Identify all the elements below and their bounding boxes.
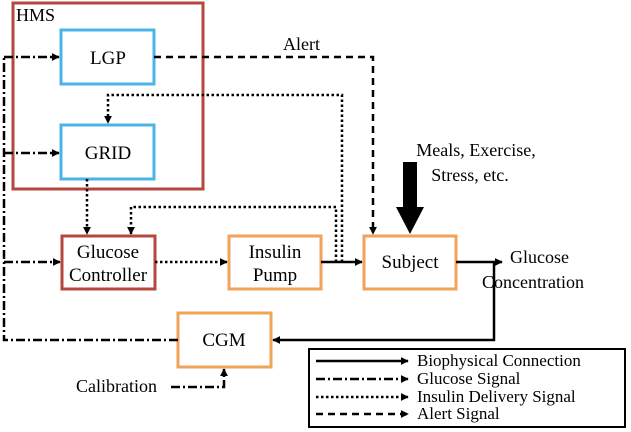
- legend-alert-label: Alert Signal: [417, 404, 500, 423]
- glucose-controller-label-2: Controller: [69, 265, 148, 286]
- calibration-line: [171, 368, 228, 389]
- output-label-1: Glucose: [510, 247, 569, 267]
- disturbance-arrow-head: [396, 207, 424, 234]
- output-to-cgm-line: [272, 262, 496, 344]
- grid-block: [59, 123, 156, 181]
- output-label-2: Concentration: [482, 272, 584, 292]
- glucose-signal-bus: [2, 57, 178, 342]
- legend: Biophysical Connection Glucose Signal In…: [308, 348, 626, 428]
- legend-insulin-label: Insulin Delivery Signal: [417, 387, 576, 406]
- insulin-feedback-to-controller: [127, 205, 338, 262]
- disturbance-label-2: Stress, etc.: [431, 165, 508, 185]
- calibration-label: Calibration: [76, 376, 157, 396]
- subject-block: [362, 234, 458, 291]
- lgp-label: LGP: [90, 48, 126, 69]
- subject-label: Subject: [382, 252, 440, 273]
- legend-biophysical-label: Biophysical Connection: [417, 351, 581, 370]
- alert-signal-line: [154, 55, 377, 235]
- alert-label: Alert: [283, 34, 320, 54]
- legend-glucose-label: Glucose Signal: [417, 369, 521, 388]
- insulin-pump-block: [227, 234, 323, 291]
- glucose-controller-label-1: Glucose: [77, 242, 139, 263]
- cgm-label: CGM: [202, 330, 245, 351]
- insulin-feedback-to-grid: [104, 93, 344, 262]
- disturbance-arrow-shaft: [403, 162, 417, 209]
- insulin-pump-label-1: Insulin: [249, 242, 302, 263]
- disturbance-label-1: Meals, Exercise,: [416, 140, 535, 160]
- lgp-block: [59, 28, 156, 86]
- insulin-pump-label-2: Pump: [253, 265, 297, 286]
- grid-label: GRID: [85, 143, 131, 164]
- hms-label: HMS: [16, 5, 55, 25]
